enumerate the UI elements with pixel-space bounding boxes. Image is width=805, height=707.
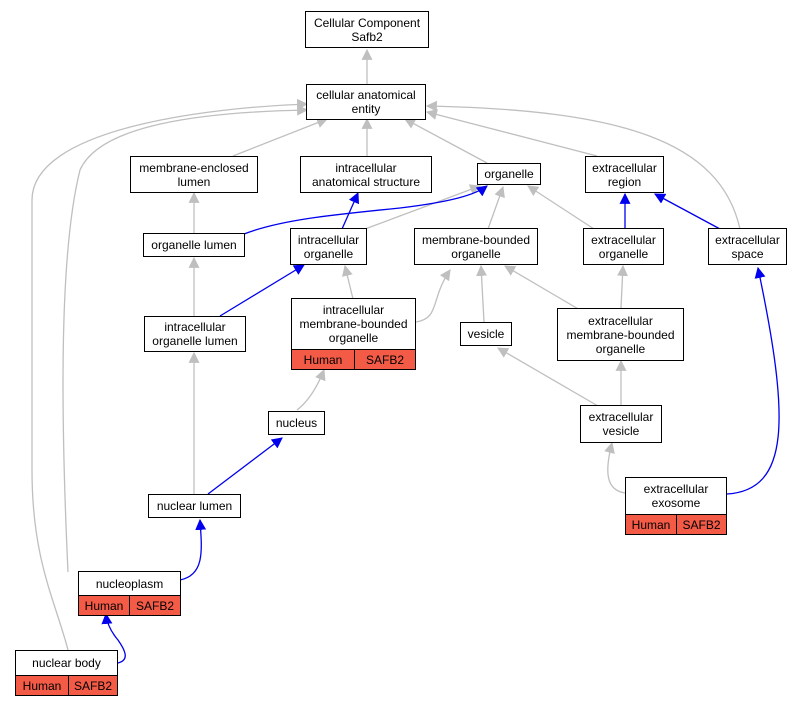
edge-nucleoplasm-cae xyxy=(62,104,309,573)
node-label: intracellular organelle lumen xyxy=(152,320,238,348)
node-nuclear-lumen[interactable]: nuclear lumen xyxy=(148,494,241,518)
edge-embo-ecorg xyxy=(617,264,629,309)
node-extracellular-vesicle[interactable]: extracellular vesicle xyxy=(580,405,662,443)
node-intracellular-organelle[interactable]: intracellular organelle xyxy=(290,228,367,265)
edge-ecspace-ecr xyxy=(654,193,721,230)
node-organelle-lumen[interactable]: organelle lumen xyxy=(143,233,245,257)
node-label: organelle lumen xyxy=(151,238,237,252)
edge-ecspace-cae xyxy=(425,100,741,230)
edge-olumen-organelle xyxy=(243,185,488,235)
edge-iorg-organelle xyxy=(364,184,482,230)
gene-tag: SAFB2 xyxy=(365,352,404,367)
node-label: membrane-enclosed lumen xyxy=(139,160,249,189)
node-label: extracellular exosome xyxy=(643,482,709,510)
edge-iol-iorg xyxy=(219,264,305,317)
edge-vesicle-mbo xyxy=(476,264,488,323)
annotation-row: Human SAFB2 xyxy=(79,595,180,615)
gene-tag: SAFB2 xyxy=(682,517,721,532)
node-label: nuclear lumen xyxy=(156,499,233,513)
node-label: extracellular space xyxy=(715,232,780,261)
edge-embo-mbo xyxy=(504,265,581,311)
node-intracellular-organelle-lumen[interactable]: intracellular organelle lumen xyxy=(144,316,246,352)
node-label: intracellular organelle xyxy=(297,232,360,261)
edge-mel-cae xyxy=(232,117,329,157)
gene-tag: SAFB2 xyxy=(73,678,112,693)
node-vesicle[interactable]: vesicle xyxy=(460,322,512,346)
annotation-row: Human SAFB2 xyxy=(626,514,726,534)
node-label: organelle xyxy=(484,167,534,181)
node-label: nuclear body xyxy=(32,656,101,670)
species-tag: Human xyxy=(79,596,130,615)
node-cellular-anatomical-entity[interactable]: cellular anatomical entity xyxy=(306,84,426,120)
node-label: intracellular membrane-bounded organelle xyxy=(299,303,408,345)
edge-ecr-cae xyxy=(425,109,598,157)
species-tag: Human xyxy=(16,676,69,695)
edge-exosome-ecves xyxy=(604,441,626,494)
node-cellular-component-safb2[interactable]: Cellular Component Safb2 xyxy=(305,11,429,48)
node-extracellular-membrane-bounded-organelle[interactable]: extracellular membrane-bounded organelle xyxy=(557,308,684,361)
node-intracellular-anatomical-structure[interactable]: intracellular anatomical structure xyxy=(300,156,432,193)
species-tag: Human xyxy=(626,515,677,534)
species-tag: Human xyxy=(292,350,355,369)
node-nucleoplasm[interactable]: nucleoplasm Human SAFB2 xyxy=(78,571,181,616)
node-label: Cellular Component Safb2 xyxy=(313,15,421,44)
edge-iorg-ias xyxy=(341,191,360,230)
node-intracellular-membrane-bounded-organelle[interactable]: intracellular membrane-bounded organelle… xyxy=(291,298,416,370)
node-label: extracellular vesicle xyxy=(588,410,654,438)
node-label: membrane-bounded organelle xyxy=(421,232,531,261)
edge-imbo-mbo xyxy=(415,269,451,323)
node-label: extracellular membrane-bounded organelle xyxy=(566,313,675,356)
node-label: nucleus xyxy=(275,416,318,430)
edge-ecorg-organelle xyxy=(527,185,595,230)
node-extracellular-space[interactable]: extracellular space xyxy=(708,228,787,265)
edge-organelle-cae xyxy=(404,118,488,164)
edge-ecves-vesicle xyxy=(497,347,599,407)
node-nucleus[interactable]: nucleus xyxy=(268,411,325,435)
node-label: intracellular anatomical structure xyxy=(311,160,421,189)
annotation-row: Human SAFB2 xyxy=(292,349,415,369)
node-membrane-enclosed-lumen[interactable]: membrane-enclosed lumen xyxy=(130,156,258,193)
node-organelle[interactable]: organelle xyxy=(477,163,541,185)
edge-exosome-ecspace xyxy=(726,266,780,495)
edge-nbody-cae xyxy=(31,98,309,651)
edge-nbody-nucleoplasm xyxy=(101,612,126,664)
node-nuclear-body[interactable]: nuclear body Human SAFB2 xyxy=(15,650,118,696)
annotation-row: Human SAFB2 xyxy=(16,675,117,695)
gene-tag: SAFB2 xyxy=(135,598,174,613)
node-label: extracellular organelle xyxy=(591,232,656,261)
node-extracellular-organelle[interactable]: extracellular organelle xyxy=(583,228,664,265)
edge-nucleus-imbo xyxy=(296,368,326,411)
edge-mbo-organelle xyxy=(487,185,505,230)
node-label: extracellular region xyxy=(592,160,657,189)
node-membrane-bounded-organelle[interactable]: membrane-bounded organelle xyxy=(414,228,538,265)
node-label: nucleoplasm xyxy=(95,576,164,591)
node-label: cellular anatomical entity xyxy=(316,88,416,116)
node-extracellular-region[interactable]: extracellular region xyxy=(585,156,664,193)
node-extracellular-exosome[interactable]: extracellular exosome Human SAFB2 xyxy=(625,477,727,535)
node-label: vesicle xyxy=(467,327,505,341)
edge-imbo-iorg xyxy=(341,264,354,300)
edge-nucleoplasm-nlumen xyxy=(179,518,207,581)
edge-nlumen-nucleus xyxy=(207,437,283,495)
